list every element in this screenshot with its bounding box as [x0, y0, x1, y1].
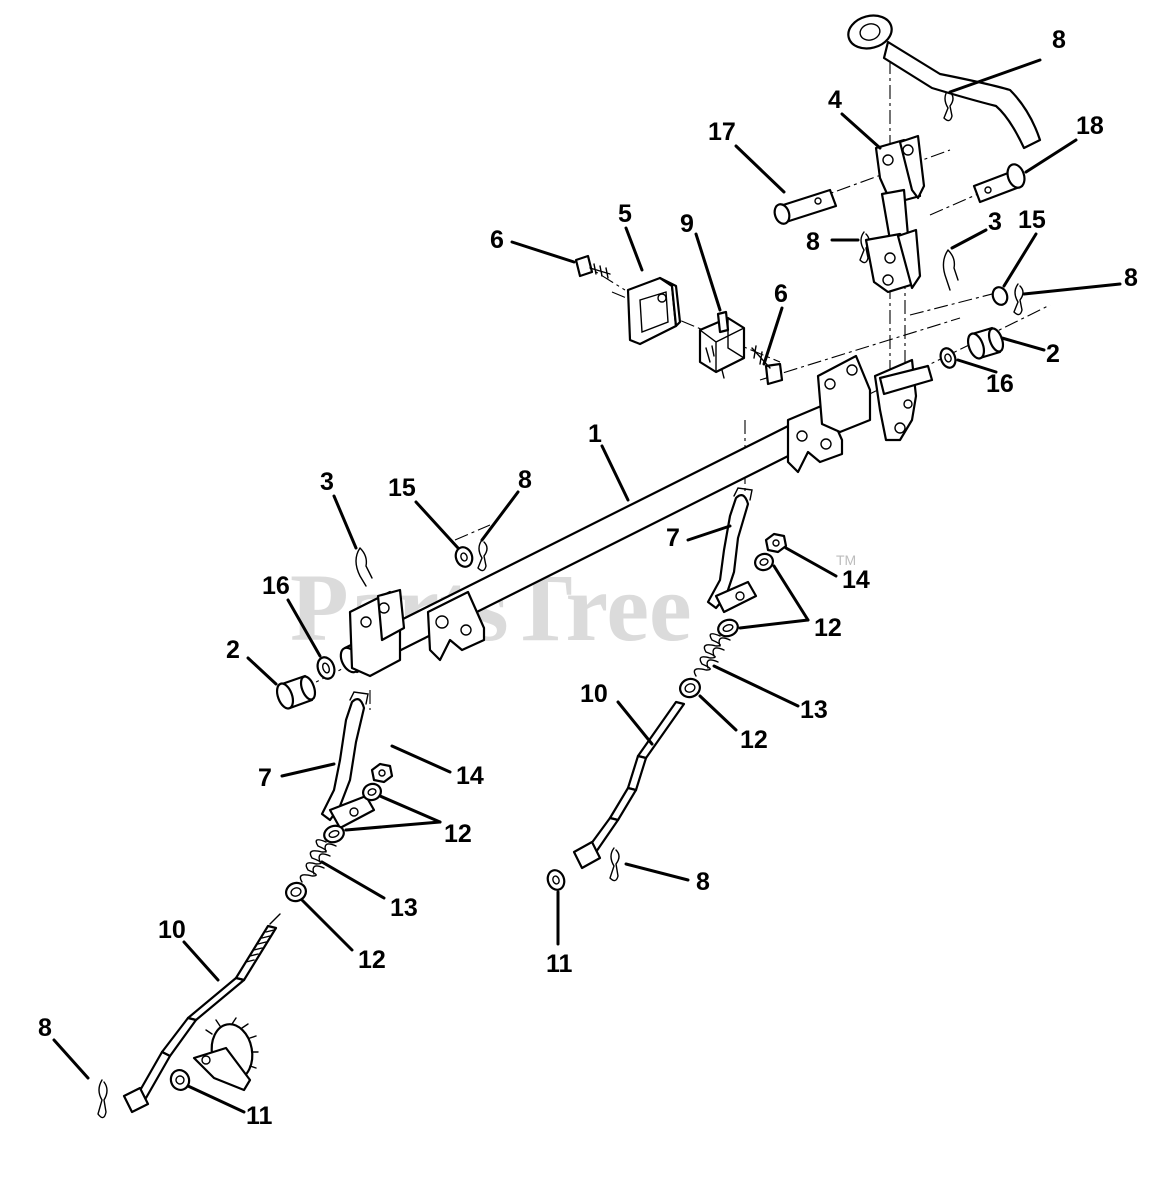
callout-8-link: 8 [806, 228, 820, 256]
callout-12-right-upper: 12 [814, 614, 842, 642]
watermark-trademark: TM [836, 552, 856, 568]
lift-shaft [339, 354, 934, 678]
washer-12-group [285, 552, 774, 903]
clevis-pin-17 [773, 188, 838, 225]
callout-3-right: 3 [988, 208, 1002, 236]
hairpin-clip-left [355, 547, 373, 587]
callout-5: 5 [618, 200, 632, 228]
screw-6-left [574, 254, 611, 279]
spring-13-left [299, 839, 337, 883]
adjust-rod-10-right [572, 700, 686, 870]
callout-7-left: 7 [258, 764, 272, 792]
callout-13-left: 13 [390, 894, 418, 922]
lock-nut-14-right [764, 532, 788, 554]
callout-8-bottom-left: 8 [38, 1014, 52, 1042]
bent-rod-7-right [706, 487, 758, 614]
adjust-rod-10-left [122, 913, 281, 1114]
callout-8-top: 8 [1052, 26, 1066, 54]
callout-12-left-lower: 12 [358, 946, 386, 974]
callout-16-right: 16 [986, 370, 1014, 398]
callout-10-right: 10 [580, 680, 608, 708]
washer-16-left [316, 656, 336, 680]
callout-12-left-upper: 12 [444, 820, 472, 848]
washer-11-left [169, 1069, 191, 1091]
callout-labels: 1 2 2 3 3 4 5 6 6 7 7 8 8 8 8 8 8 9 10 1… [38, 26, 1138, 1130]
callout-14-left: 14 [456, 762, 484, 790]
callout-2-left: 2 [226, 636, 240, 664]
callout-6-right: 6 [774, 280, 788, 308]
callout-10-left: 10 [158, 916, 186, 944]
callout-8-center: 8 [518, 466, 532, 494]
leader-lines [52, 58, 1122, 1114]
callout-11-left: 11 [246, 1102, 273, 1130]
callout-15-right: 15 [1018, 206, 1046, 234]
callout-7-right: 7 [666, 524, 680, 552]
callout-14-right: 14 [842, 566, 870, 594]
washer-15-right [991, 286, 1009, 306]
bracket-5 [626, 276, 682, 346]
callout-8-right: 8 [1124, 264, 1138, 292]
callout-4: 4 [828, 86, 842, 114]
washer-16-right [939, 347, 957, 369]
bent-rod-7-left [320, 691, 376, 830]
callout-8-lower-right: 8 [696, 868, 710, 896]
lift-handle [847, 14, 1042, 150]
spring-13-right [693, 633, 731, 677]
washer-15-left [454, 546, 474, 568]
switch-9 [698, 310, 746, 379]
washer-11-right [546, 869, 566, 891]
callout-9: 9 [680, 210, 694, 238]
callout-6-left: 6 [490, 226, 504, 254]
screw-6-right [751, 345, 784, 386]
bushing-right [966, 326, 1005, 360]
bushing-left [275, 674, 317, 710]
callout-18: 18 [1076, 112, 1104, 140]
callout-2-right: 2 [1046, 340, 1060, 368]
callout-17: 17 [708, 118, 736, 146]
callout-12-right-lower: 12 [740, 726, 768, 754]
hairpin-clip-right [942, 249, 959, 291]
callout-1: 1 [588, 420, 602, 448]
callout-13-right: 13 [800, 696, 828, 724]
lift-link [864, 134, 926, 294]
callout-16-left: 16 [262, 572, 290, 600]
callout-11-right: 11 [546, 950, 573, 978]
height-adjust-gear [192, 1017, 259, 1092]
clevis-pin-18 [972, 163, 1026, 204]
callout-15-left: 15 [388, 474, 416, 502]
lock-nut-14-left [370, 762, 394, 784]
callout-3-left: 3 [320, 468, 334, 496]
